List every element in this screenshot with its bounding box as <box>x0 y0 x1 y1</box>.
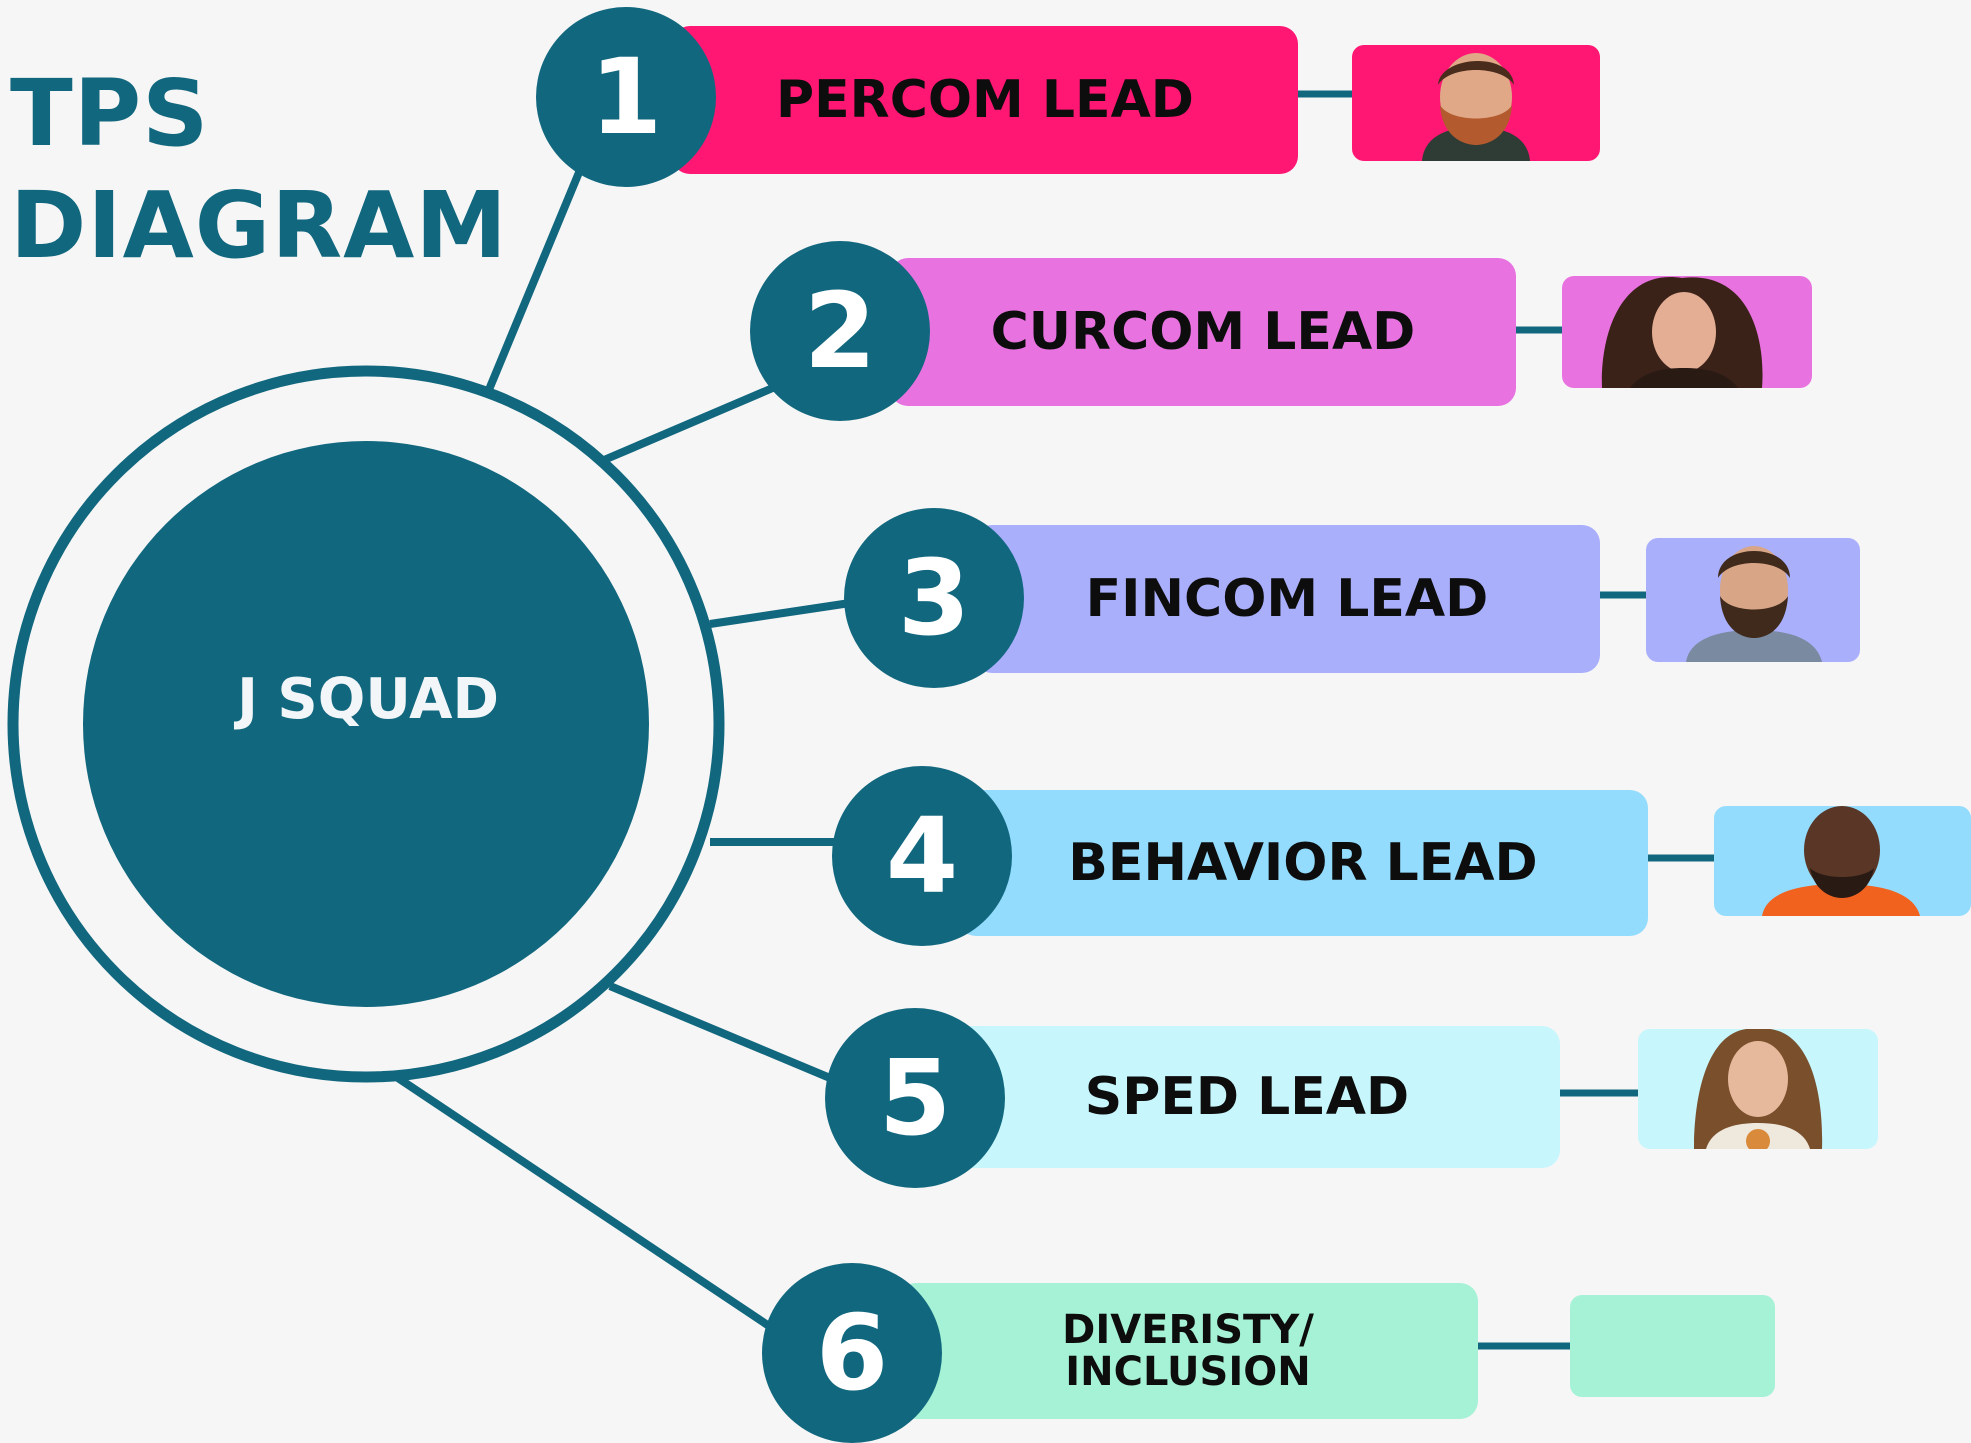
lead-photo-5 <box>1638 1029 1878 1149</box>
lead-number-1: 1 <box>536 7 716 187</box>
lead-label-4: BEHAVIOR LEAD <box>1068 832 1538 893</box>
connector-6 <box>395 1074 775 1332</box>
lead-bar-5: SPED LEAD <box>934 1026 1560 1168</box>
person-photo-icon <box>1694 1029 1823 1149</box>
person-photo-icon <box>1422 53 1530 161</box>
lead-photo-3 <box>1646 538 1860 662</box>
lead-label-6: DIVERISTY/ INCLUSION <box>1062 1307 1314 1395</box>
lead-number-3: 3 <box>844 508 1024 688</box>
lead-number-2: 2 <box>750 241 930 421</box>
center-circle <box>83 441 649 1007</box>
center-label: J SQUAD <box>237 667 499 732</box>
lead-bar-2: CURCOM LEAD <box>890 258 1516 406</box>
lead-label-5: SPED LEAD <box>1084 1066 1410 1127</box>
lead-photo-4 <box>1714 806 1971 916</box>
person-photo-icon <box>1601 277 1763 388</box>
lead-bar-3: FINCOM LEAD <box>974 525 1600 673</box>
lead-photo-6-placeholder <box>1570 1295 1775 1397</box>
connector-5 <box>608 982 832 1082</box>
title-line-1: TPS <box>10 60 210 167</box>
lead-photo-1 <box>1352 45 1600 161</box>
lead-photo-2 <box>1562 276 1812 388</box>
connector-3 <box>709 599 851 628</box>
lead-label-3: FINCOM LEAD <box>1085 568 1489 629</box>
lead-bar-6: DIVERISTY/ INCLUSION <box>898 1283 1478 1419</box>
title-line-2: DIAGRAM <box>10 172 508 279</box>
lead-number-4: 4 <box>832 766 1012 946</box>
lead-bar-1: PERCOM LEAD <box>672 26 1298 174</box>
person-photo-icon <box>1686 546 1822 662</box>
lead-bar-4: BEHAVIOR LEAD <box>958 790 1648 936</box>
lead-label-1: PERCOM LEAD <box>776 69 1194 130</box>
connector-2 <box>602 383 777 464</box>
lead-number-6: 6 <box>762 1263 942 1443</box>
connector-1 <box>484 168 584 394</box>
lead-number-5: 5 <box>825 1008 1005 1188</box>
outer-ring <box>7 365 725 1083</box>
person-photo-icon <box>1762 806 1920 916</box>
lead-label-2: CURCOM LEAD <box>990 301 1416 362</box>
